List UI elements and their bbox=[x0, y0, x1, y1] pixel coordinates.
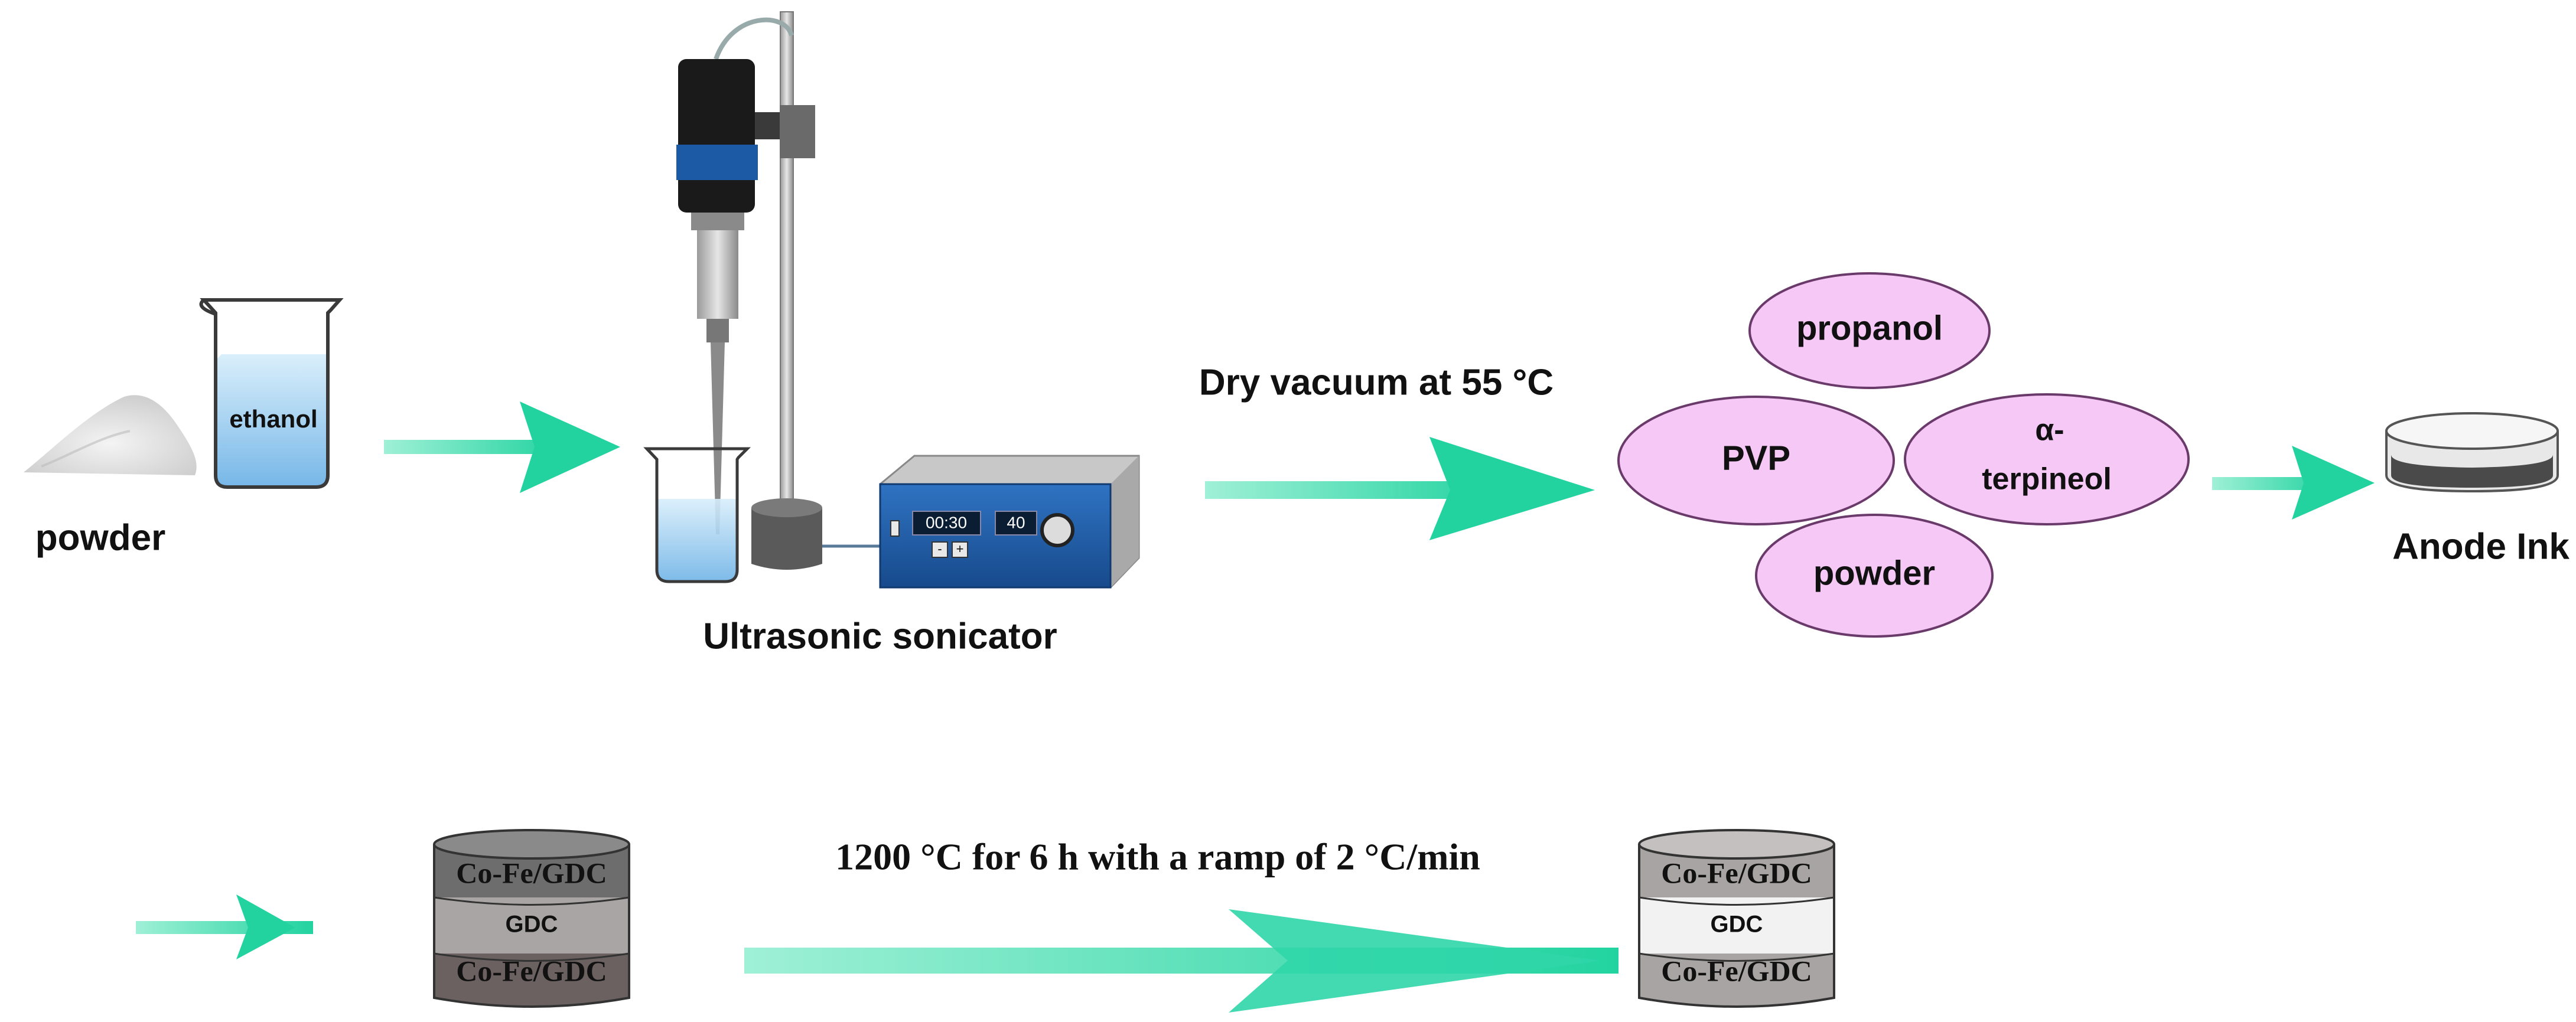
ultrasonic-probe-icon bbox=[676, 17, 815, 534]
powder-label: powder bbox=[35, 517, 165, 558]
powder-component-label: powder bbox=[1813, 554, 1935, 592]
ethanol-label: ethanol bbox=[229, 405, 317, 433]
terpineol-ellipse bbox=[1904, 393, 2190, 525]
timer-value: 00:30 bbox=[926, 513, 967, 531]
before-top-layer-label: Co-Fe/GDC bbox=[456, 856, 607, 889]
pvp-ellipse bbox=[1617, 396, 1895, 525]
cell-stack-before-icon bbox=[433, 829, 630, 1008]
arrow-1-icon bbox=[384, 401, 620, 493]
sonicator-label: Ultrasonic sonicator bbox=[703, 616, 1057, 657]
sonication-beaker-icon bbox=[643, 447, 751, 583]
cell-stack-after-icon bbox=[1638, 829, 1835, 1008]
before-bottom-layer-label: Co-Fe/GDC bbox=[456, 954, 607, 987]
ethanol-beaker-icon bbox=[199, 298, 344, 489]
powder-ellipse bbox=[1755, 514, 1994, 638]
dry-vacuum-label: Dry vacuum at 55 °C bbox=[1199, 362, 1554, 403]
alpha-label: α- bbox=[2035, 413, 2064, 448]
terpineol-label: terpineol bbox=[1982, 462, 2112, 497]
pvp-label: PVP bbox=[1722, 439, 1790, 477]
minus-button[interactable] bbox=[932, 541, 948, 558]
before-middle-layer-label: GDC bbox=[506, 912, 558, 938]
control-knob[interactable] bbox=[1040, 513, 1074, 547]
arrow-4-icon bbox=[136, 894, 313, 959]
amplitude-display bbox=[995, 511, 1037, 536]
after-bottom-layer-label: Co-Fe/GDC bbox=[1661, 954, 1812, 987]
propanol-ellipse bbox=[1748, 272, 1991, 389]
timer-display bbox=[912, 511, 981, 536]
propanol-label: propanol bbox=[1796, 309, 1943, 347]
stand-pole-icon bbox=[751, 11, 822, 570]
minus-button-label: - bbox=[937, 541, 942, 556]
after-middle-layer-label: GDC bbox=[1711, 912, 1763, 938]
sintering-label: 1200 °C for 6 h with a ramp of 2 °C/min bbox=[835, 836, 1480, 878]
arrow-2-icon bbox=[1205, 437, 1595, 540]
powder-pile-icon bbox=[24, 395, 197, 475]
petri-dish-icon bbox=[2385, 412, 2559, 493]
arrow-3-icon bbox=[2212, 446, 2375, 520]
power-switch[interactable] bbox=[890, 520, 900, 537]
arrow-5-icon bbox=[744, 909, 1618, 1013]
amplitude-value: 40 bbox=[1007, 513, 1025, 531]
plus-button-label: + bbox=[956, 541, 964, 556]
after-top-layer-label: Co-Fe/GDC bbox=[1661, 856, 1812, 889]
plus-button[interactable] bbox=[952, 541, 968, 558]
anode-ink-label: Anode Ink bbox=[2392, 526, 2570, 567]
